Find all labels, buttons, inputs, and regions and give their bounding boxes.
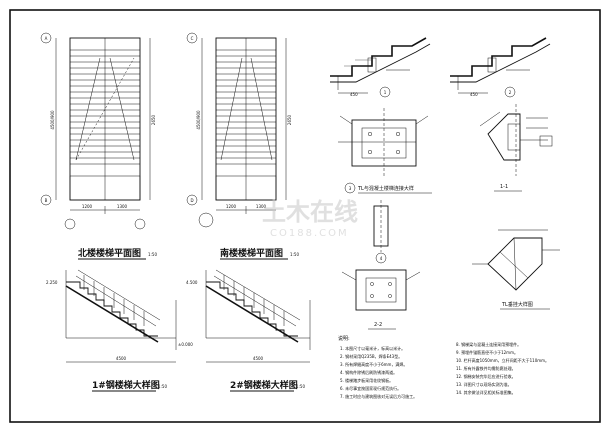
south-height-dim: 4500/900 [196,110,201,130]
north-axis-bubble-bottom [40,194,52,206]
north-bottom-dim-b: 1300 [117,204,128,209]
north-plan-treads [70,49,140,165]
south-plan-title: 南楼楼梯平面图 [220,247,283,259]
stair-1-rail-posts [83,275,145,326]
detail-4-bubble [375,252,387,264]
south-axis-label-top: C [191,36,194,41]
note-item: 13. 详图尺寸以现场实测为准。 [456,381,512,387]
stair-1-scale: 1:50 [158,384,167,389]
stair-1-elev-top: 2.250 [46,280,58,285]
detail-3-label: 3 [349,186,352,191]
north-height-dim: 4500/900 [50,110,55,130]
stair-2-width-dim: 4500 [253,356,264,361]
note-item: 8. 钢梯梁与混凝土连接采用预埋件。 [456,341,521,347]
south-axis-label-bottom: D [190,198,193,203]
north-axis-bubble-top [40,32,52,44]
general-notes: 说明: 1. 本图尺寸以毫米计，标高以米计。 2. 钢材采用Q235B，焊条E4… [338,335,549,399]
notes-heading: 说明: [338,335,350,342]
detail-1-label: 1 [384,90,387,95]
tl-detail-title: TL垂挂大样图 [501,301,533,308]
note-item: 2. 钢材采用Q235B，焊条E43型。 [340,353,402,359]
watermark-main: 土木在线 [262,198,358,226]
detail-1-dim: 450 [350,92,358,97]
sheet-border [9,9,601,423]
north-bottom-dim-a: 1200 [82,204,93,209]
south-plan-treads [216,49,276,165]
stair-2-scale: 1:50 [296,384,305,389]
note-item: 14. 其余做法详见相关标准图集。 [456,389,516,395]
detail-4-label: 4 [380,256,383,261]
detail-2-label: 2 [509,90,512,95]
note-item: 10. 栏杆高度1050mm，立杆间距不大于110mm。 [456,357,549,363]
note-item: 3. 所有焊缝高度不小于6mm，满焊。 [340,361,407,367]
north-side-dim: 2650 [151,114,156,125]
note-item: 11. 所有外露铁件均需防腐处理。 [456,365,516,371]
detail-2-bubble [504,86,516,98]
stair-2-elevation: 4500 4.500 2#钢楼梯大样图 1:50 [186,269,311,392]
watermark: 土木在线 CO188.COM [262,198,358,239]
stair-1-width-dim: 4500 [116,356,127,361]
note-item: 12. 钢梯安装完毕后应进行验收。 [456,373,516,379]
detail-3-tl-connection: 3 TL与混凝土楼梯连接大样 [338,108,432,194]
south-side-dim: 2650 [287,114,292,125]
stair-1-title: 1#钢楼梯大样图 [92,379,160,391]
note-item: 5. 楼梯踏步板采用花纹钢板。 [340,377,393,383]
detail-1-bubble [379,86,391,98]
section-2-2-title: 2-2 [374,322,382,328]
detail-3-bubble [344,182,356,194]
stair-1-elev-bottom: ±0.000 [178,342,193,347]
note-item: 6. 未尽事宜按国家现行规范执行。 [340,385,401,391]
tl-detail: TL垂挂大样图 [472,229,560,310]
note-item: 4. 钢构件除锈后刷防锈漆两道。 [340,369,397,375]
south-bottom-dim-b: 1300 [256,204,267,209]
south-bottom-dim-a: 1200 [226,204,237,209]
detail-2: 450 2 [450,37,551,98]
north-stair-plan: 4500/900 2650 1200 1300 A B 北楼楼梯平面图 1:50 [40,32,157,260]
south-axis-bubble-top [186,32,198,44]
section-1-1: 1-1 [479,104,553,192]
north-axis-bubble-left [64,218,76,230]
stair-1-elevation: 4500 2.250 ±0.000 1#钢楼梯大样图 1:50 [46,269,193,392]
north-axis-label-top: A [45,36,48,41]
section-1-1-title: 1-1 [500,184,508,190]
north-plan-title: 北楼楼梯平面图 [78,247,141,259]
north-axis-bubble-right [134,218,146,230]
detail-4-section-2-2: 4 2-2 [341,200,421,330]
north-plan-scale: 1:50 [148,252,157,257]
stair-2-title: 2#钢楼梯大样图 [230,379,298,391]
note-item: 9. 预埋件锚筋直径不小于12mm。 [456,349,518,355]
detail-2-dim: 450 [470,92,478,97]
south-axis-bubble-left [198,212,214,228]
note-item: 7. 施工时应与建筑图核对无误后方可施工。 [340,393,417,399]
watermark-sub: CO188.COM [270,228,349,239]
stair-2-elev-top: 4.500 [186,280,198,285]
south-stair-plan: 4500/900 2650 1200 1300 C D 南楼楼梯平面图 1:50 [186,32,299,260]
north-axis-label-bottom: B [45,198,48,203]
note-item: 1. 本图尺寸以毫米计，标高以米计。 [340,345,405,351]
detail-1: 450 1 [330,37,431,98]
stair-2-rail-posts [223,275,285,326]
detail-3-title: TL与混凝土楼梯连接大样 [357,185,414,192]
south-axis-bubble-bottom [186,194,198,206]
south-plan-scale: 1:50 [290,252,299,257]
